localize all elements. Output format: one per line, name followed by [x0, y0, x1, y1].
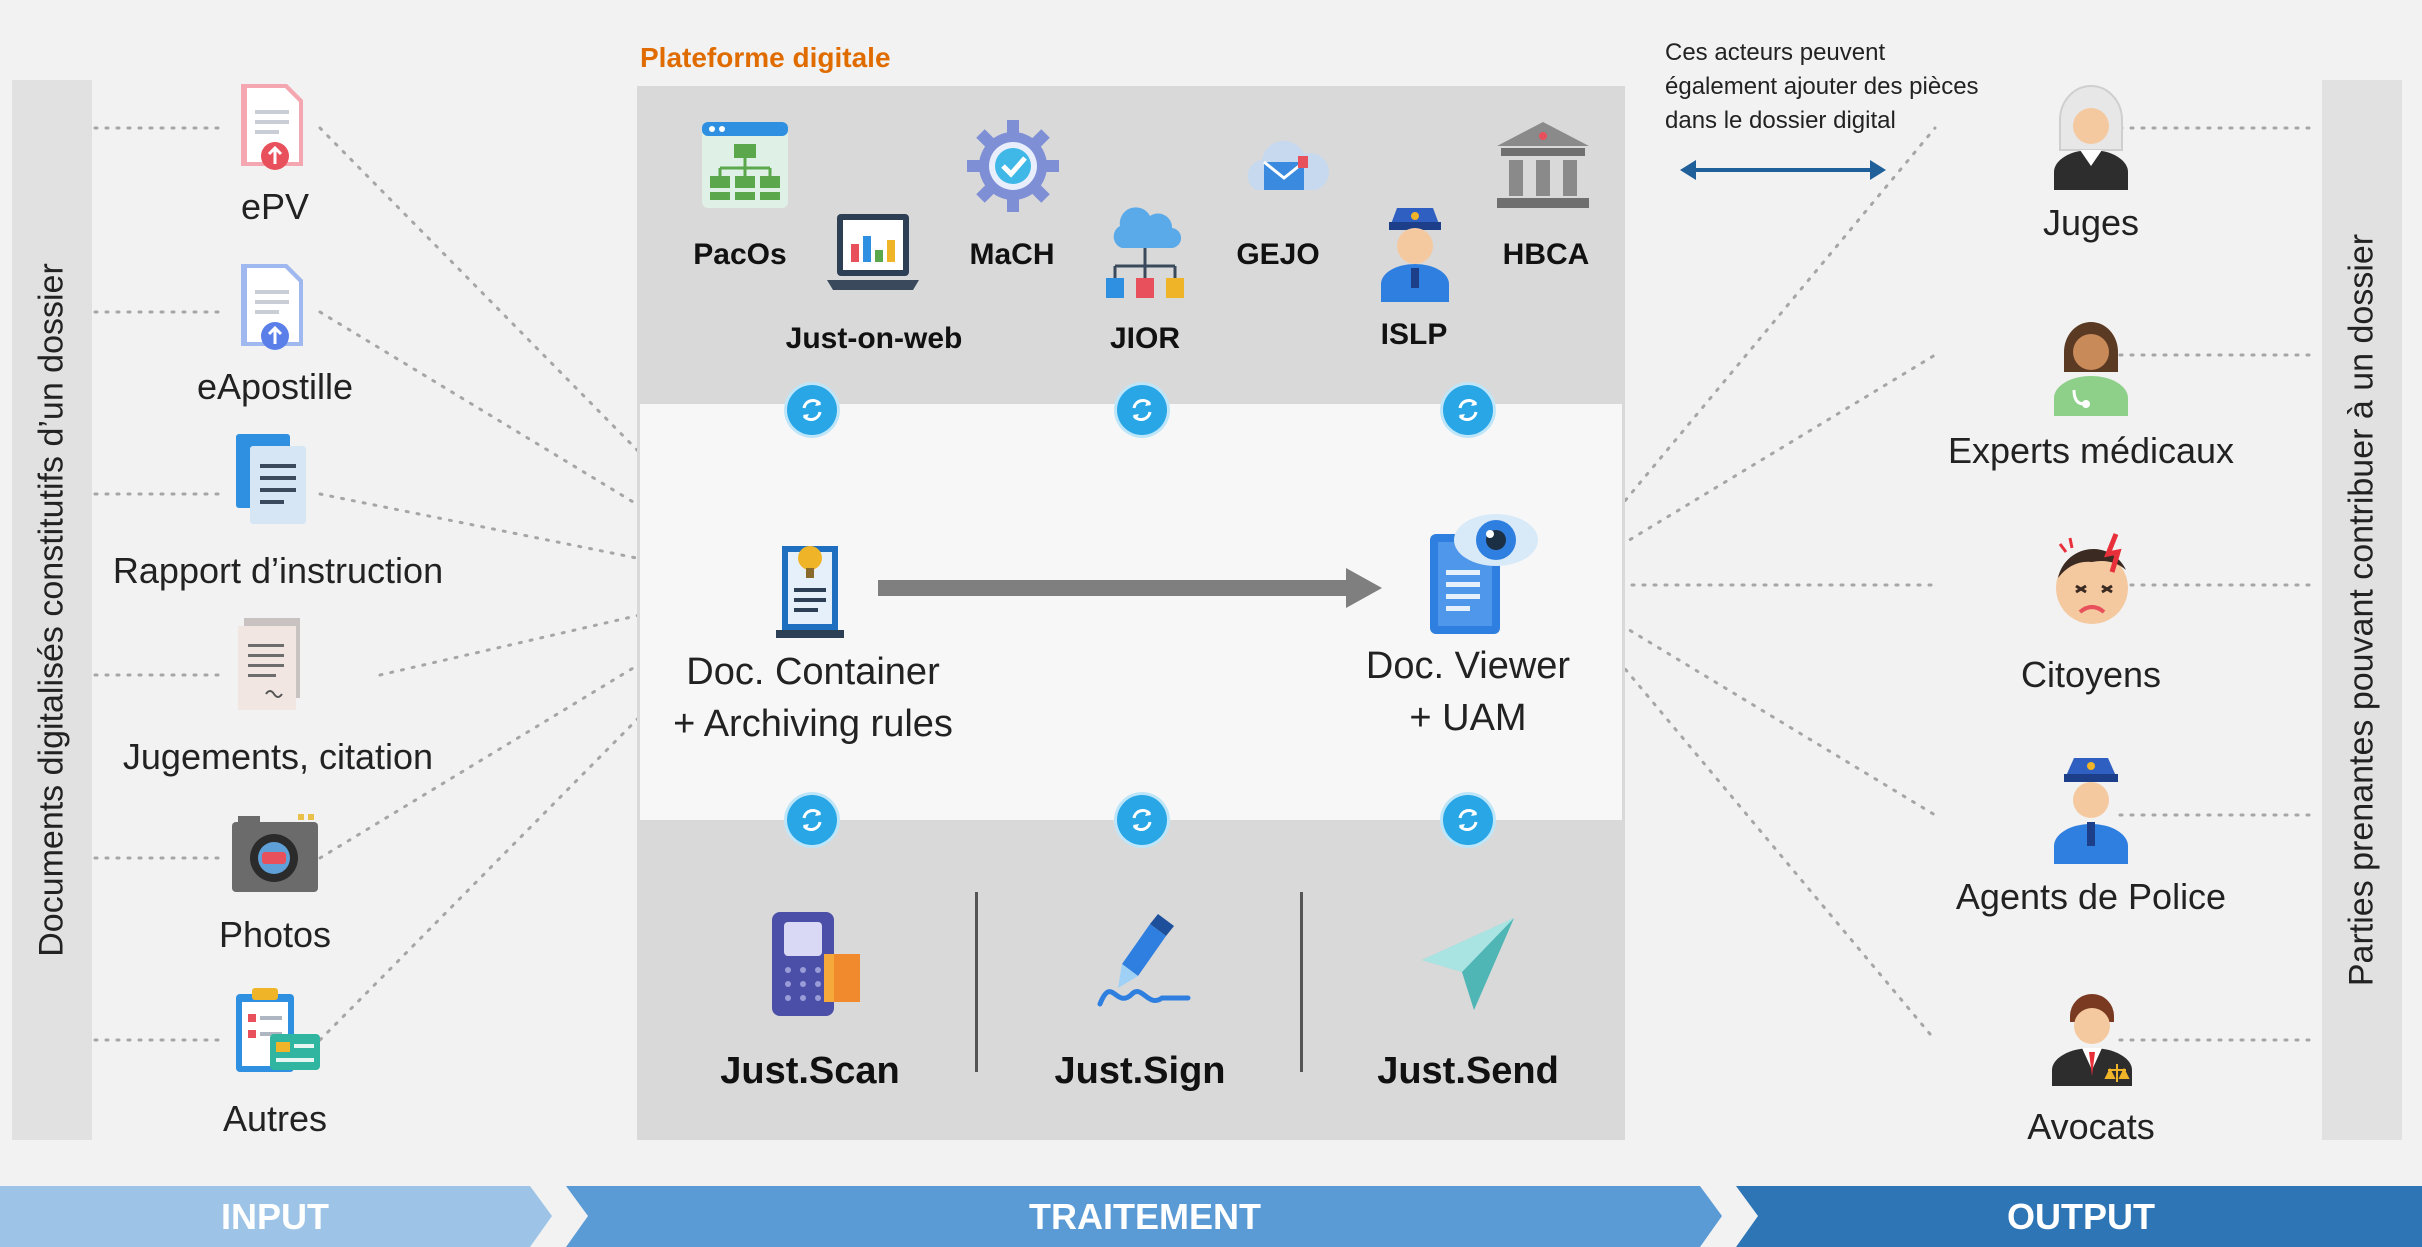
gejo-mail-cloud-icon: [1247, 140, 1329, 190]
system-label-mach: MaCH: [969, 238, 1055, 271]
bidirectional-arrow: [1680, 160, 1886, 180]
report-document-icon: [236, 434, 306, 524]
actors-note-line2: également ajouter des pièces: [1665, 73, 1979, 100]
clipboard-icon: [236, 988, 320, 1072]
sync-icon: [1117, 385, 1167, 435]
doc-viewer-line1: Doc. Viewer: [1365, 645, 1571, 687]
lawyer-icon: [2052, 994, 2132, 1086]
output-label-citizens: Citoyens: [2020, 654, 2162, 695]
phase-bands: [0, 1186, 2422, 1247]
input-label-epv: ePV: [240, 186, 310, 227]
doc-container-label: Doc. Container + Archiving rules: [673, 646, 953, 750]
input-label-eapostille: eApostille: [196, 366, 354, 407]
right-sidebar: Parties prenantes pouvant contribuer à u…: [2322, 80, 2402, 1140]
actors-note: Ces acteurs peuvent également ajouter de…: [1665, 36, 1979, 138]
right-sidebar-text: Parties prenantes pouvant contribuer à u…: [2342, 233, 2381, 987]
police-agent-icon: [2054, 758, 2128, 864]
doc-container-icon: [776, 546, 844, 638]
left-sidebar: Documents digitalisés constitutifs d’un …: [12, 80, 92, 1140]
output-label-medical-experts: Experts médicaux: [1947, 430, 2235, 471]
system-label-hbca: HBCA: [1502, 238, 1590, 271]
input-label-report: Rapport d’instruction: [112, 550, 444, 591]
actors-note-line3: dans le dossier digital: [1665, 107, 1896, 134]
doc-container-line2: + Archiving rules: [673, 703, 953, 745]
platform-title: Plateforme digitale: [640, 42, 891, 73]
doc-viewer-line2: + UAM: [1409, 697, 1527, 739]
doc-viewer-label: Doc. Viewer + UAM: [1366, 640, 1570, 744]
tool-label-just-send: Just.Send: [1377, 1050, 1559, 1092]
system-label-jior: JIOR: [1109, 322, 1181, 355]
judgment-document-icon: [238, 618, 300, 710]
epv-document-icon: [241, 84, 303, 170]
just-send-paper-plane-icon: [1422, 918, 1514, 1010]
sync-icon: [787, 385, 837, 435]
output-label-judges: Juges: [2042, 202, 2140, 243]
medical-expert-icon: [2054, 322, 2128, 416]
sync-icon: [1117, 795, 1167, 845]
camera-icon: [232, 814, 318, 892]
left-sidebar-text: Documents digitalisés constitutifs d’un …: [32, 263, 71, 957]
just-scan-icon: [772, 912, 860, 1016]
pacos-icon: [702, 122, 788, 208]
processing-arrow: [878, 568, 1382, 608]
hbca-court-building-icon: [1497, 122, 1589, 208]
sync-icon: [1443, 385, 1493, 435]
doc-container-line1: Doc. Container: [686, 651, 940, 693]
islp-police-officer-icon: [1381, 208, 1449, 302]
sync-icon: [787, 795, 837, 845]
input-label-judgments: Jugements, citation: [122, 736, 434, 777]
output-label-police-agents: Agents de Police: [1955, 876, 2227, 917]
tools-divider: [1300, 892, 1303, 1072]
tools-divider: [975, 892, 978, 1072]
just-on-web-laptop-icon: [827, 214, 919, 290]
band-processing: TRAITEMENT: [1029, 1195, 1261, 1237]
judge-icon: [2054, 85, 2128, 190]
input-label-others: Autres: [222, 1098, 328, 1139]
band-input: INPUT: [221, 1195, 329, 1237]
tool-label-just-sign: Just.Sign: [1054, 1050, 1226, 1092]
eapostille-document-icon: [241, 264, 303, 350]
jior-network-icon: [1106, 207, 1184, 298]
citizen-icon: [2056, 533, 2128, 624]
band-output: OUTPUT: [2007, 1195, 2155, 1237]
actors-note-line1: Ces acteurs peuvent: [1665, 39, 1886, 66]
just-sign-pen-icon: [1097, 914, 1191, 1007]
sync-icon: [1443, 795, 1493, 845]
system-label-islp: ISLP: [1380, 318, 1448, 351]
output-label-lawyers: Avocats: [2027, 1106, 2155, 1147]
tool-label-just-scan: Just.Scan: [720, 1050, 900, 1092]
doc-viewer-eye-icon: [1430, 514, 1538, 634]
system-label-gejo: GEJO: [1236, 238, 1320, 271]
input-label-photos: Photos: [218, 914, 332, 955]
system-label-pacos: PacOs: [693, 238, 787, 271]
system-label-just-on-web: Just-on-web: [785, 322, 963, 355]
mach-gear-check-icon: [967, 120, 1059, 212]
